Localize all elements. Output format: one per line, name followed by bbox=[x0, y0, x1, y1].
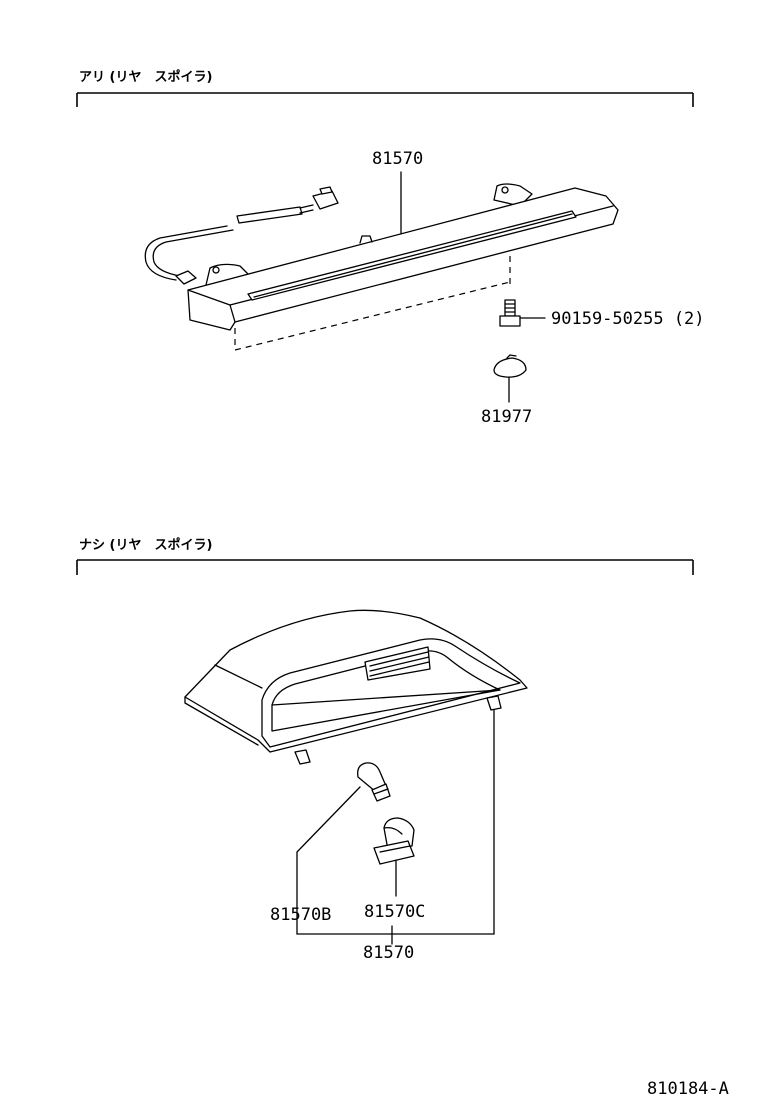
part-label-81570b: 81570B bbox=[270, 905, 332, 925]
high-mount-stop-lamp-assembly bbox=[144, 171, 619, 351]
section1-bracket bbox=[76, 92, 694, 107]
part-label-81977: 81977 bbox=[481, 407, 533, 427]
part-label-81570-top: 81570 bbox=[372, 149, 424, 169]
group-bracket-81570 bbox=[296, 925, 495, 945]
part-label-81570-bottom: 81570 bbox=[363, 943, 415, 963]
figure-id: 810184-A bbox=[647, 1079, 729, 1099]
high-mount-stop-lamp-housing bbox=[184, 609, 528, 935]
section1-header: アリ (リヤ スポイラ) bbox=[79, 70, 213, 85]
cover-81977 bbox=[493, 354, 527, 403]
part-label-81570c: 81570C bbox=[364, 902, 426, 922]
socket-81570c bbox=[373, 817, 415, 897]
part-label-90159-50255: 90159-50255 (2) bbox=[551, 309, 705, 329]
section2-bracket bbox=[76, 559, 694, 575]
bulb-81570b bbox=[296, 762, 391, 935]
bolt-90159-50255 bbox=[499, 299, 546, 327]
section2-header: ナシ (リヤ スポイラ) bbox=[79, 538, 213, 553]
